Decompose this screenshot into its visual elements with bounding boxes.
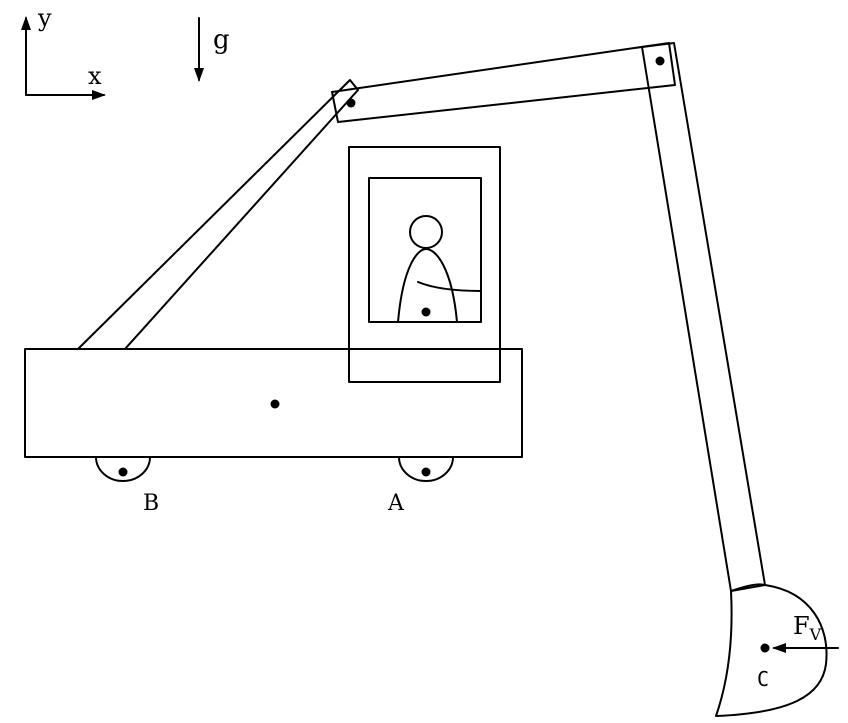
bucket-pin-c (760, 643, 770, 653)
point-c-label: C (757, 667, 769, 691)
strut-arm (77, 79, 359, 350)
force-label: FV (793, 612, 822, 644)
operator-center-of-mass (421, 307, 431, 317)
cabin-outline (348, 146, 501, 383)
cabin-window (368, 177, 482, 323)
boom-outline (331, 42, 676, 123)
wheel-b (95, 456, 151, 482)
wheel-a-outline (398, 456, 454, 482)
boom-pivot-pin (346, 98, 356, 108)
point-b-label: B (143, 491, 159, 516)
point-a-label: A (387, 491, 405, 516)
base-outline (24, 348, 523, 458)
y-axis-label: y (37, 4, 52, 32)
coordinate-axes: y x (21, 4, 106, 100)
force-vector: FV (772, 612, 839, 653)
force-label-sub: V (809, 625, 822, 644)
bucket-outline (715, 583, 828, 717)
x-axis-label: x (88, 62, 102, 90)
wheel-b-pin (118, 467, 128, 477)
cabin (348, 146, 501, 383)
wheel-a (398, 456, 454, 482)
stick-arm (641, 42, 766, 592)
gravity-label: g (213, 25, 230, 55)
gravity-indicator: g (194, 17, 230, 82)
operator-head (409, 215, 443, 249)
force-label-main: F (793, 612, 810, 640)
wheel-a-pin (421, 467, 431, 477)
stick-top-pin (655, 56, 665, 66)
base-center-of-mass (270, 399, 280, 409)
base-body (24, 348, 523, 458)
boom-arm (331, 42, 676, 123)
operator-body (397, 248, 458, 323)
stick-outline (641, 42, 766, 592)
operator-arm (417, 281, 482, 292)
wheel-b-outline (95, 456, 151, 482)
strut-outline (77, 79, 359, 350)
bucket (715, 583, 828, 717)
